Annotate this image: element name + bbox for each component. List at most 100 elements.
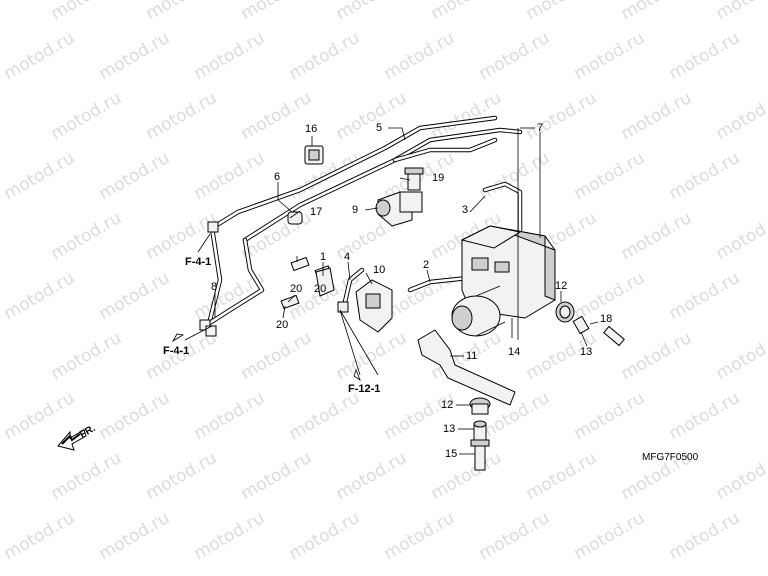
callout-20-c: 20 [314,283,326,295]
watermark-text: motod.ru [333,448,411,504]
watermark-text: motod.ru [713,448,768,504]
watermark-text: motod.ru [238,328,316,384]
watermark-text: motod.ru [96,388,174,444]
watermark-text: motod.ru [1,268,79,324]
watermark-text: motod.ru [571,388,649,444]
watermark-text: motod.ru [666,508,744,564]
watermark-text: motod.ru [1,148,79,204]
callout-20-a: 20 [290,283,302,295]
callout-19: 19 [432,172,444,184]
reference-labels: F-4-1 F-4-1 F-12-1 [163,256,380,395]
watermark-text: motod.ru [238,448,316,504]
watermark-text: motod.ru [286,28,364,84]
watermark-text: motod.ru [286,388,364,444]
watermark-text: motod.ru [1,28,79,84]
watermark-text: motod.ru [381,28,459,84]
watermark-text: motod.ru [476,508,554,564]
callout-16: 16 [305,123,317,135]
watermark-text: motod.ru [333,0,411,24]
watermark-text: motod.ru [143,448,221,504]
callout-15: 15 [445,448,457,460]
watermark-text: motod.ru [523,0,601,24]
valve-9 [375,191,423,227]
watermark-text: motod.ru [48,88,126,144]
watermark-text: motod.ru [96,268,174,324]
watermark-text: motod.ru [1,508,79,564]
watermark-text: motod.ru [713,328,768,384]
watermark-text: motod.ru [381,388,459,444]
callout-13-lower: 13 [443,423,455,435]
watermark-text: motod.ru [96,148,174,204]
watermark-text: motod.ru [191,508,269,564]
watermark-text: motod.ru [666,148,744,204]
watermark-text: motod.ru [523,448,601,504]
front-label: FR. [78,423,98,441]
callout-13-upper: 13 [580,346,592,358]
watermark-text: motod.ru [523,88,601,144]
watermark-text: motod.ru [238,0,316,24]
watermark-text: motod.ru [476,388,554,444]
callout-10: 10 [373,264,385,276]
watermark-text: motod.ru [666,268,744,324]
small-parts [199,145,625,471]
watermark-text: motod.ru [713,88,768,144]
abs-modulator [451,225,556,337]
callout-5: 5 [376,122,382,134]
watermark-text: motod.ru [48,328,126,384]
watermark-text: motod.ru [191,388,269,444]
leader-lines [184,127,599,455]
watermark-text: motod.ru [618,0,696,24]
watermark-text: motod.ru [48,448,126,504]
watermark-text: motod.ru [666,28,744,84]
watermark-text: motod.ru [618,328,696,384]
watermark-text: motod.ru [571,148,649,204]
ref-f-12-1: F-12-1 [348,383,380,395]
watermark-text: motod.ru [143,88,221,144]
callout-2: 2 [423,259,429,271]
callout-18: 18 [600,313,612,325]
bracket-11 [417,329,516,406]
ref-f-4-1-lower: F-4-1 [163,345,189,357]
callout-9: 9 [352,204,358,216]
watermark-text: motod.ru [48,0,126,24]
watermark-text: motod.ru [381,508,459,564]
watermark-text: motod.ru [143,0,221,24]
callout-7: 7 [537,122,543,134]
watermark-text: motod.ru [476,28,554,84]
callout-4: 4 [344,251,350,263]
watermark-text: motod.ru [96,28,174,84]
watermark-text: motod.ru [618,208,696,264]
watermark-text: motod.ru [618,88,696,144]
callout-6: 6 [274,171,280,183]
drawing-code: MFG7F0500 [642,452,699,463]
callout-12-lower: 12 [441,399,453,411]
callout-14: 14 [508,346,520,358]
watermark-text: motod.ru [96,508,174,564]
watermark-text: motod.ru [333,328,411,384]
watermark-text: motod.ru [191,148,269,204]
callout-3: 3 [462,204,468,216]
watermark-text: motod.ru [666,388,744,444]
front-indicator: FR. [57,423,98,451]
watermark-text: motod.ru [713,208,768,264]
watermark-text: motod.ru [48,208,126,264]
watermark-text: motod.ru [571,28,649,84]
callout-11: 11 [466,350,477,362]
watermark-text: motod.ru [238,88,316,144]
callout-8: 8 [211,281,217,293]
watermark-text: motod.ru [428,0,506,24]
unit-10 [355,279,393,333]
watermark-text: motod.ru [286,508,364,564]
ref-f-4-1-upper: F-4-1 [185,256,211,268]
watermark-text: motod.ru [428,448,506,504]
watermark-text: motod.ru [191,28,269,84]
callout-numbers: 1 2 3 4 5 6 7 8 9 10 11 12 12 13 13 14 1… [211,122,612,460]
watermark-text: motod.ru [476,148,554,204]
callout-12-upper: 12 [555,280,567,292]
callout-20-b: 20 [276,319,288,331]
watermark-text: motod.ru [571,508,649,564]
watermark-text: motod.ru [713,0,768,24]
